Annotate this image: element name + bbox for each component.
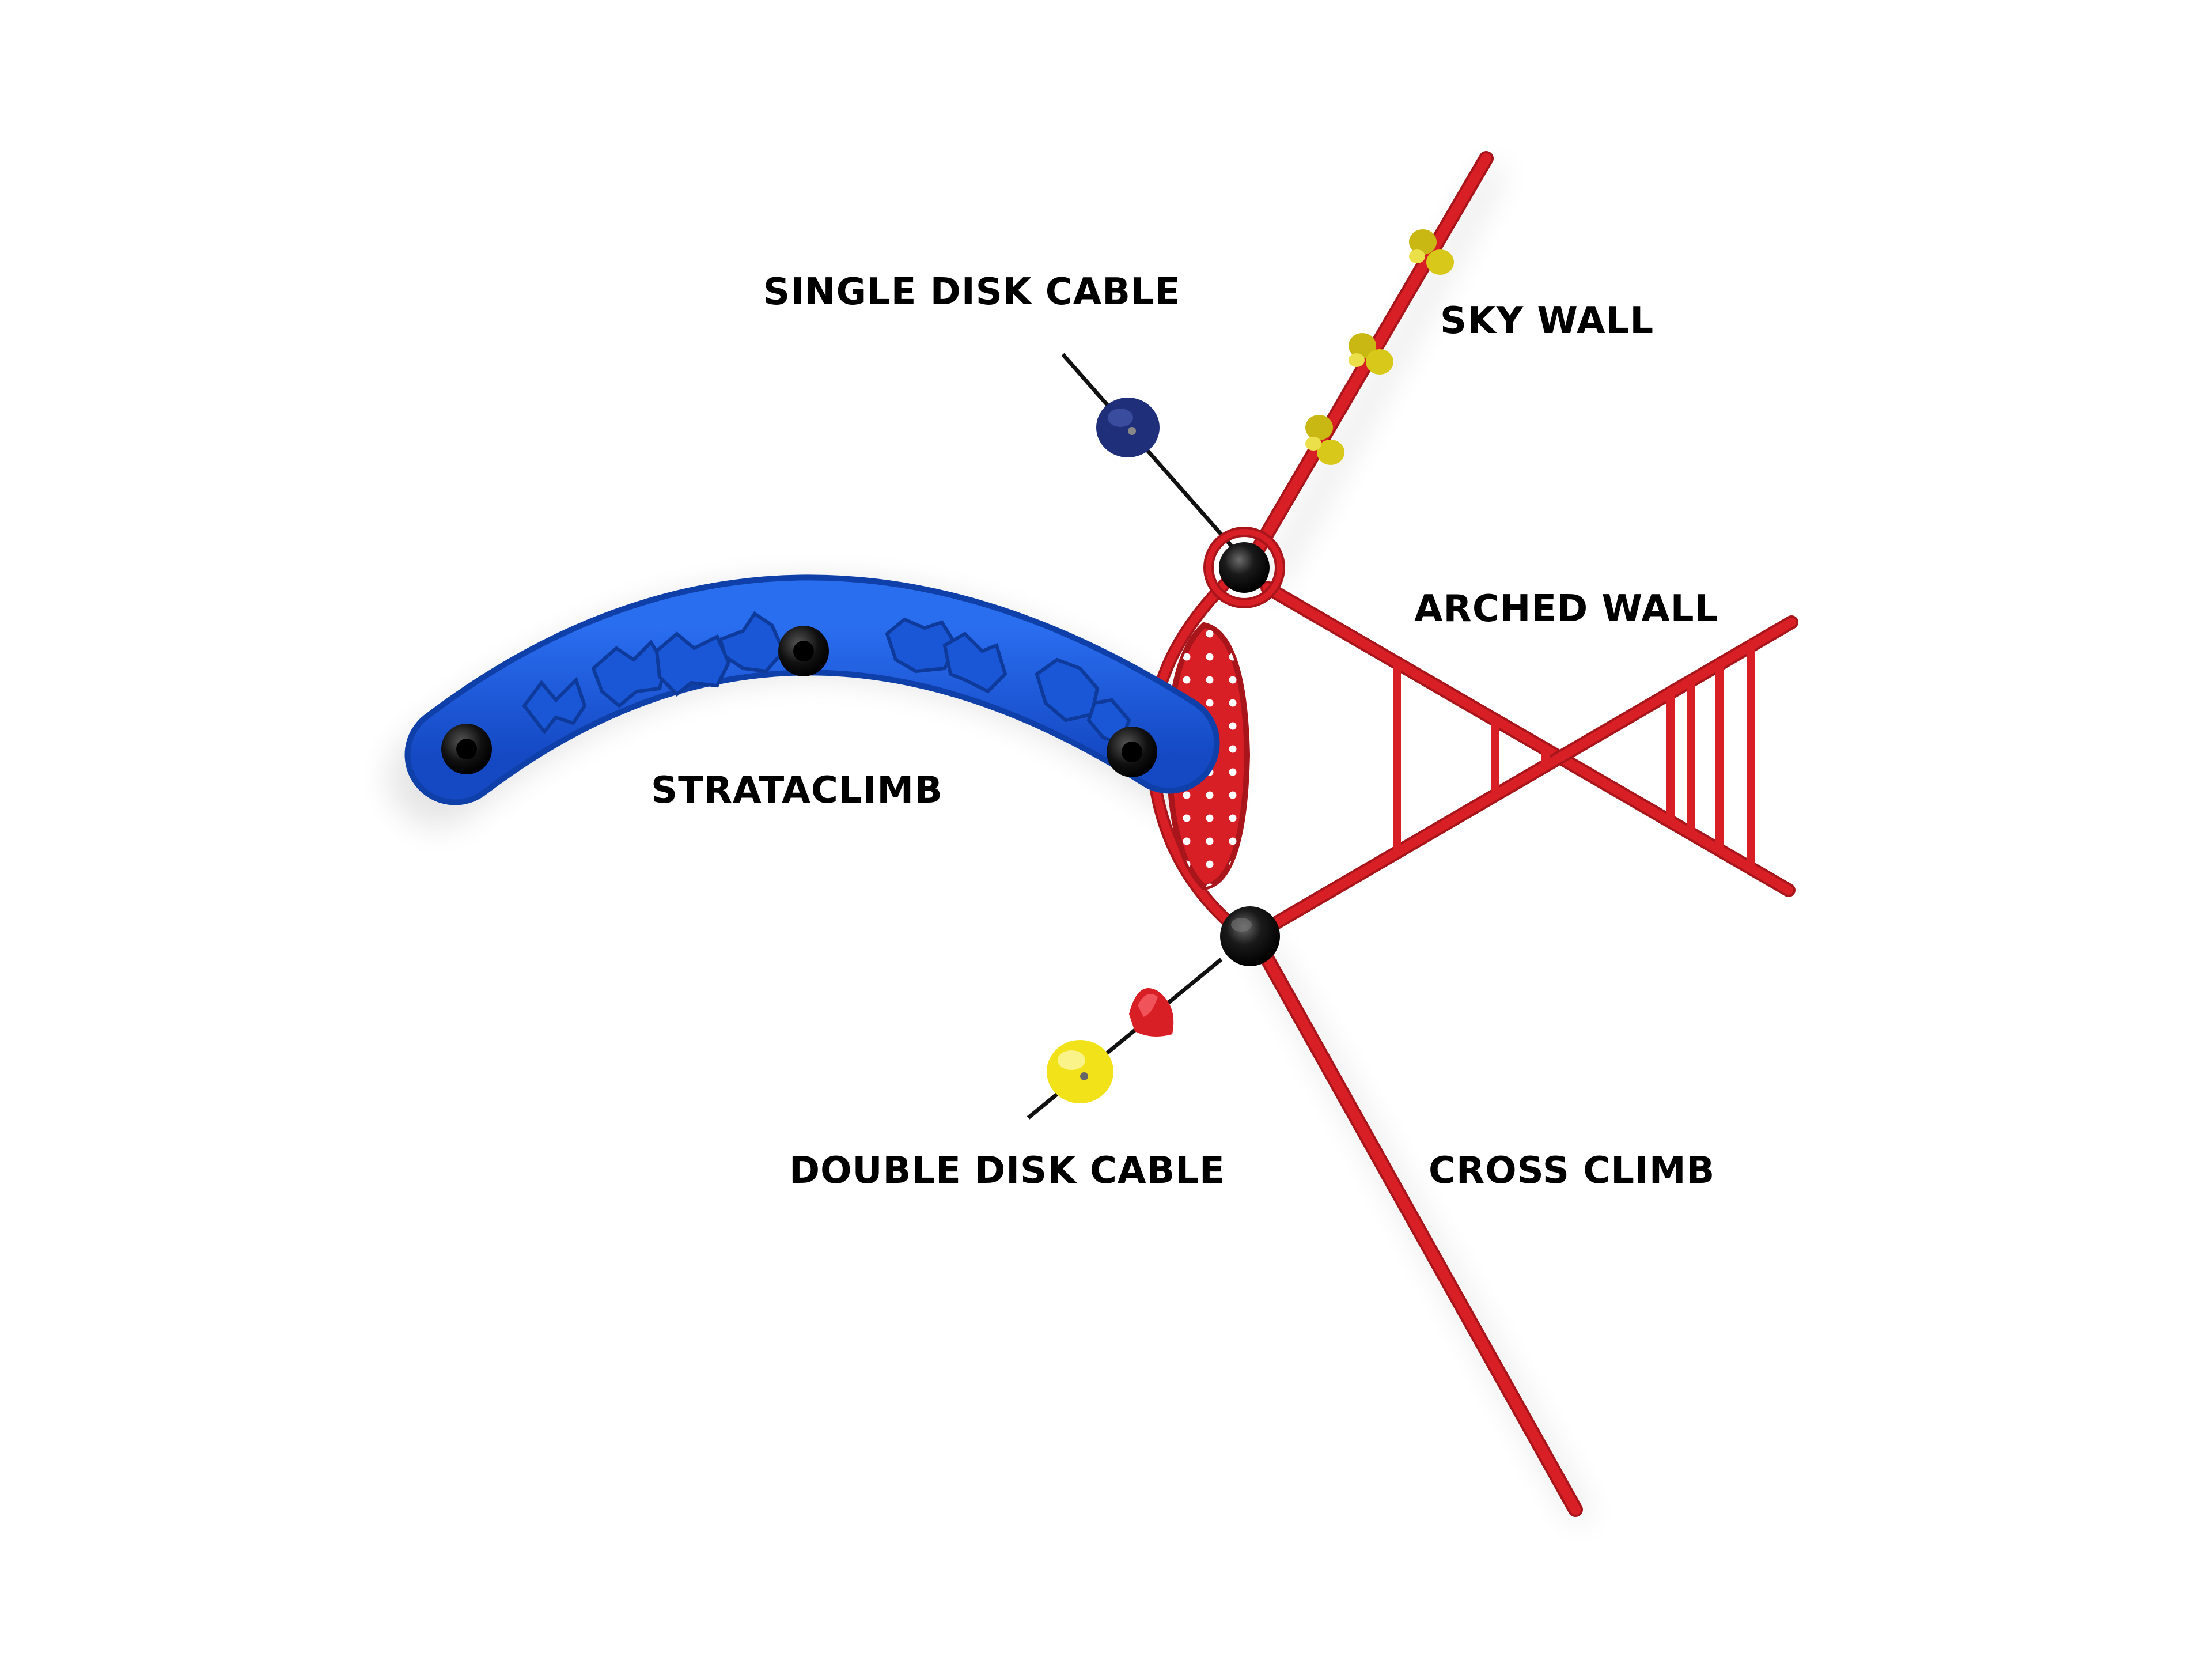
cross-climb <box>1247 929 1583 1517</box>
sky-wall <box>1240 151 1494 575</box>
strataclimb-bolt <box>441 724 492 774</box>
label-arched-wall: ARCHED WALL <box>1414 588 1719 630</box>
single-disk-cable <box>1061 353 1234 549</box>
strataclimb-grips <box>522 611 1131 746</box>
label-single-disk-cable: SINGLE DISK CABLE <box>763 271 1181 313</box>
sky-wall-hold <box>1409 229 1454 275</box>
strataclimb <box>404 574 1220 805</box>
arched-wall-rungs <box>1393 640 1755 871</box>
double-disk-cable <box>1027 958 1223 1120</box>
top-hub <box>1203 527 1285 608</box>
bottom-hub <box>1220 906 1280 966</box>
arched-wall <box>1260 581 1798 932</box>
label-cross-climb: CROSS CLIMB <box>1429 1149 1715 1192</box>
label-strataclimb: STRATACLIMB <box>651 769 943 812</box>
sky-wall-hold <box>1305 415 1344 465</box>
sky-wall-hold <box>1349 333 1393 375</box>
strataclimb-bolt <box>1107 727 1157 777</box>
label-double-disk-cable: DOUBLE DISK CABLE <box>789 1149 1225 1192</box>
strataclimb-bolt <box>778 626 829 676</box>
label-sky-wall: SKY WALL <box>1440 300 1654 342</box>
